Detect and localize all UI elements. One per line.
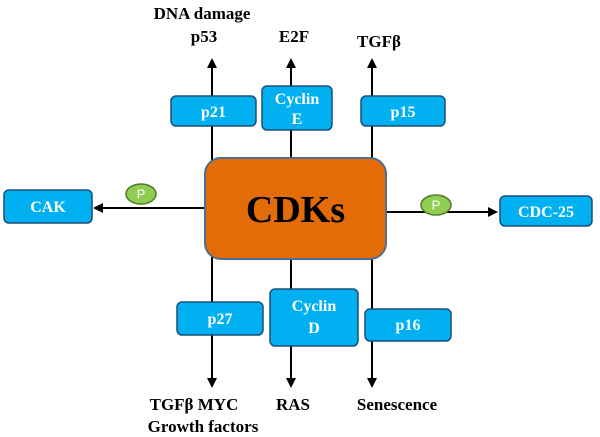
label-dna-damage: DNA damage [154, 4, 251, 23]
p27-node: p27 [176, 301, 264, 336]
cdc25-node: CDC-25 [499, 195, 593, 227]
label-growth-factors: Growth factors [148, 417, 259, 436]
label-tgfb-myc: TGFβ MYC [150, 395, 239, 414]
p21-label: p21 [201, 104, 226, 121]
label-p53: p53 [191, 27, 217, 46]
p27-label: p27 [208, 311, 233, 328]
phospho-right-label: P [432, 198, 441, 213]
p21-node: p21 [170, 95, 257, 127]
cyclin-d-label-line2: D [308, 320, 320, 337]
cdc25-label: CDC-25 [518, 204, 574, 221]
cak-node: CAK [3, 189, 93, 224]
cak-label: CAK [30, 199, 66, 216]
phospho-left: P [125, 183, 157, 205]
label-senescence: Senescence [357, 395, 438, 414]
p16-node: p16 [364, 308, 452, 342]
label-tgfb-top: TGFβ [357, 32, 401, 51]
p15-label: p15 [391, 104, 416, 121]
cdks-node: CDKs [204, 157, 387, 260]
label-e2f: E2F [279, 27, 309, 46]
p15-node: p15 [360, 95, 446, 127]
cyclin-e-label-line1: Cyclin [275, 91, 320, 108]
cyclin-e-node: Cyclin E [261, 85, 333, 131]
label-ras: RAS [276, 395, 310, 414]
cyclin-d-label-line1: Cyclin [292, 298, 337, 315]
cyclin-e-label-line2: E [292, 111, 303, 128]
p16-label: p16 [396, 317, 421, 334]
phospho-right: P [420, 194, 452, 216]
phospho-left-label: P [137, 187, 146, 202]
cyclin-d-node: Cyclin D [269, 288, 359, 347]
cdks-label: CDKs [246, 189, 345, 231]
